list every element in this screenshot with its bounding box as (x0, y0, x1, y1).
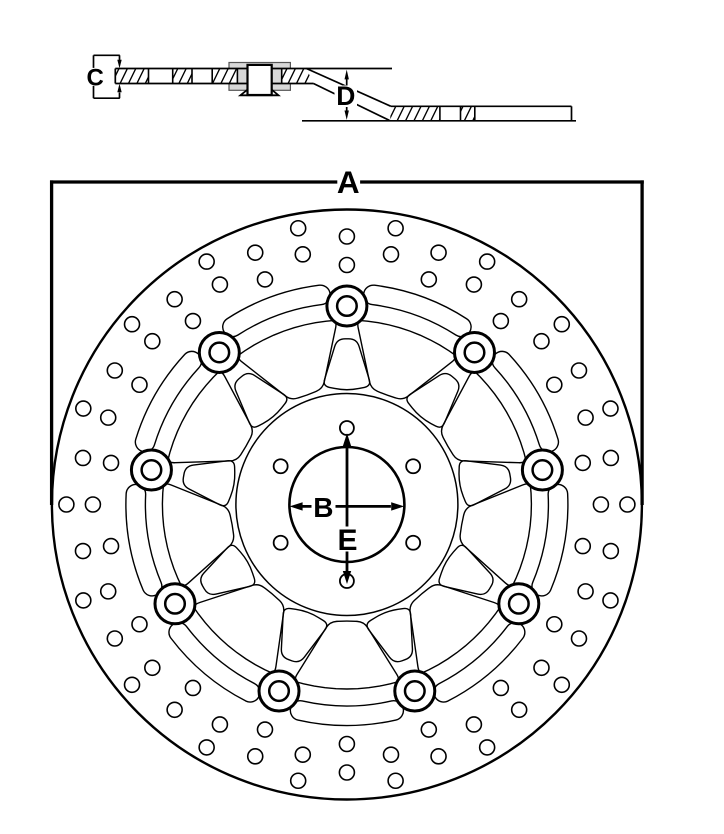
svg-text:C: C (87, 65, 104, 92)
svg-text:D: D (336, 81, 355, 111)
svg-text:E: E (337, 524, 357, 557)
svg-text:A: A (337, 164, 360, 200)
svg-text:B: B (313, 492, 333, 523)
